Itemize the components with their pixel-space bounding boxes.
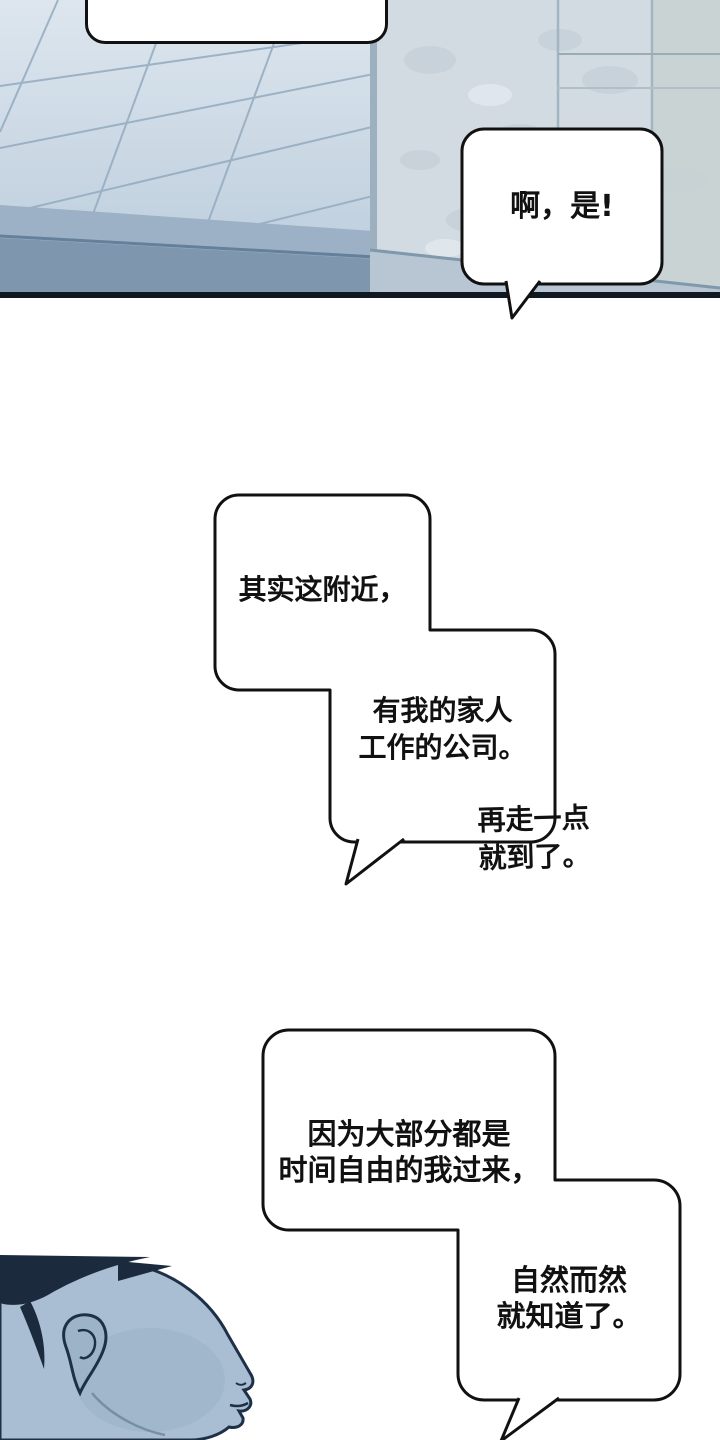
handwritten-note-line2: 就到了。	[478, 839, 591, 875]
stone-pillar	[369, 0, 720, 298]
hair	[0, 1255, 150, 1305]
speech-text-naturally-line1: 自然而然	[510, 1263, 627, 1297]
speech-bubble-family-tail	[344, 837, 405, 886]
nostril-line	[235, 1382, 247, 1386]
handwritten-note: 再走一点 就到了。	[477, 798, 631, 878]
plaza-scene-illustration	[0, 0, 720, 298]
ear-inner-line	[77, 1328, 97, 1360]
speech-text-family: 有我的家人 工作的公司。	[330, 692, 555, 766]
floor-dark-band	[0, 238, 430, 298]
speech-bubble-nearby-family	[213, 493, 557, 844]
character-face-illustration	[0, 1255, 255, 1440]
cheek-shading	[75, 1328, 225, 1432]
speech-text-family-line1: 有我的家人	[372, 694, 513, 727]
pillar-right-slab	[652, 0, 720, 298]
speech-text-ah: 啊，是!	[510, 189, 614, 224]
pillar-left-edge	[370, 0, 377, 298]
handwritten-note-line1: 再走一点	[477, 801, 590, 837]
panel-bottom-border	[0, 292, 720, 298]
mouth-line	[229, 1401, 249, 1408]
floor-edge-line	[0, 234, 431, 262]
floor-mid-band	[0, 205, 430, 262]
speech-text-naturally-line2: 就知道了。	[496, 1299, 642, 1333]
sideburn	[20, 1301, 45, 1369]
speech-bubble-because-naturally	[261, 1028, 682, 1402]
hair-spike	[118, 1261, 172, 1281]
speech-text-because-line2: 时间自由的我过来，	[278, 1153, 540, 1187]
speech-bubble-cutoff-top	[85, 0, 388, 44]
speech-text-nearby: 其实这附近，	[238, 573, 407, 606]
jaw-shading-line	[91, 1392, 166, 1437]
speech-text-because: 因为大部分都是 时间自由的我过来，	[263, 1116, 555, 1188]
speech-text-family-line2: 工作的公司。	[358, 731, 527, 764]
speech-text-naturally: 自然而然 就知道了。	[458, 1262, 680, 1334]
speech-text-because-line1: 因为大部分都是	[307, 1117, 511, 1151]
speech-bubble-naturally-tail	[499, 1396, 560, 1440]
ear	[62, 1313, 108, 1397]
